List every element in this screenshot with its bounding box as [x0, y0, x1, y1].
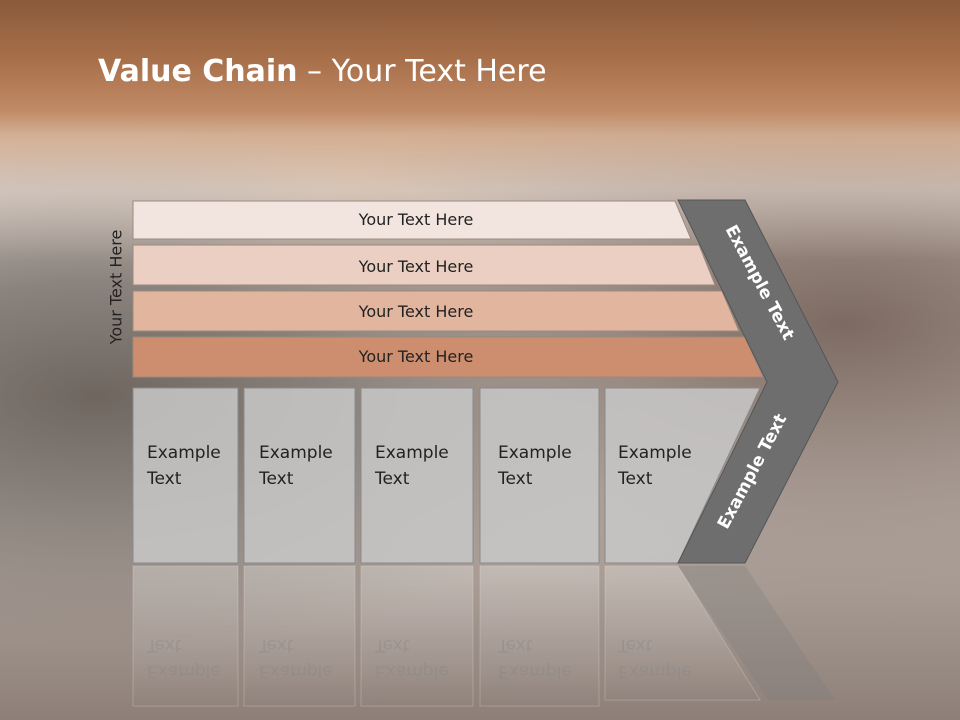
bar-1-label: Your Text Here	[358, 210, 474, 229]
bar-4-label: Your Text Here	[358, 347, 474, 366]
box-2	[243, 387, 356, 564]
page-title: Value Chain – Your Text Here	[98, 54, 547, 89]
bar-4	[132, 336, 764, 378]
bar-2	[132, 244, 716, 286]
title-bold: Value Chain	[98, 54, 298, 89]
chevron-arrow	[677, 199, 839, 564]
box-1	[132, 387, 239, 564]
title-rest: – Your Text Here	[297, 54, 547, 89]
bar-3-label: Your Text Here	[358, 302, 474, 321]
bar-3	[132, 290, 740, 332]
box-4	[479, 387, 600, 564]
reflection	[132, 565, 835, 707]
bar-2-label: Your Text Here	[358, 257, 474, 276]
bar-1	[132, 200, 692, 240]
box-3	[360, 387, 474, 564]
